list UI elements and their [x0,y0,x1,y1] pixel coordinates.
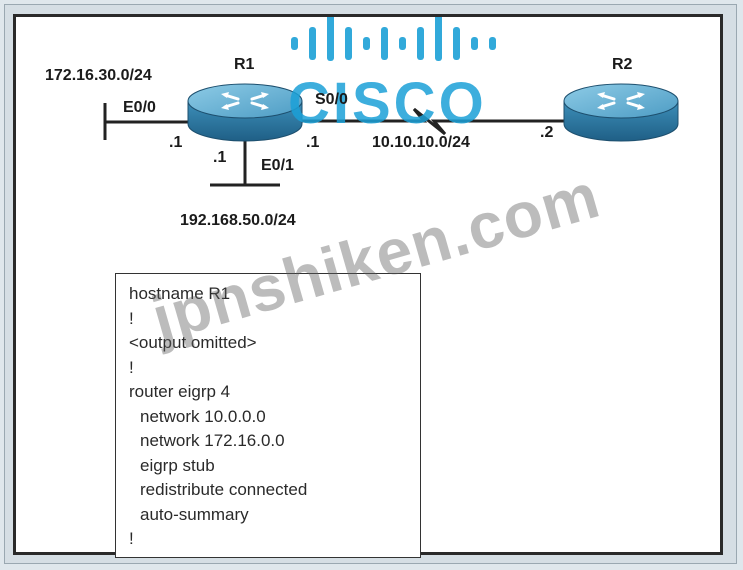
network-topology [103,17,679,187]
serial-r2-host-label: .2 [540,124,554,141]
router-r2-label: R2 [612,56,633,73]
config-line: network 10.0.0.0 [140,406,266,426]
serial-iface-label: S0/0 [315,91,348,108]
lan-e0-0-link [103,103,188,140]
cisco-logo-bars [291,17,496,61]
config-line: router eigrp 4 [129,382,231,401]
config-line: auto-summary [140,504,249,524]
config-line: eigrp stub [140,455,215,475]
lan1-host-label: .1 [169,134,183,151]
config-line: hostname R1 [129,284,231,303]
cisco-logo-text: CISCO [288,71,487,136]
lan2-network-label: 192.168.50.0/24 [180,212,296,229]
serial-r1-host-label: .1 [306,134,320,151]
router-r1-icon [187,83,303,142]
router-r2-icon [563,83,679,142]
config-line: network 172.16.0.0 [140,431,285,450]
router-r1-label: R1 [234,56,255,73]
lan1-iface-label: E0/0 [123,99,156,116]
serial-network-label: 10.10.10.0/24 [372,134,470,151]
config-line: <output omitted> [129,333,257,352]
lan-e0-1-link [210,141,280,187]
lan2-iface-label: E0/1 [261,157,294,174]
lan1-network-label: 172.16.30.0/24 [45,67,152,84]
exhibit-frame: CISCO R1 R2 172.16.30.0/24 E0/0 .1 .1 E0… [13,14,723,558]
config-line: ! [129,529,134,548]
serial-link [302,107,564,136]
config-line: redistribute connected [140,480,308,499]
config-line: ! [129,357,134,377]
lan2-host-label: .1 [213,149,227,166]
config-line: ! [129,308,134,328]
config-listing: hostname R1! <output omitted>! router eigr… [115,273,421,558]
